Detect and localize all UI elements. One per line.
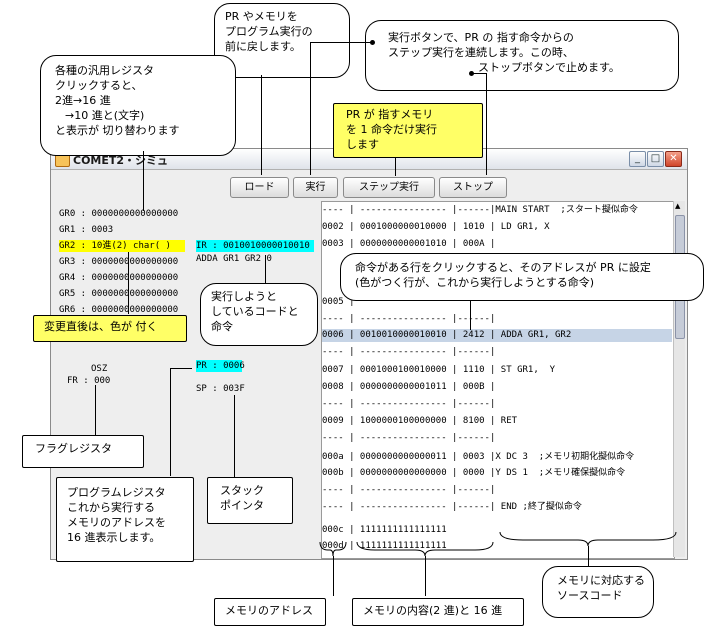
callout-text: →10 進と(文字) [65, 109, 145, 122]
memory-row[interactable]: ---- | ---------------- |------| [322, 314, 496, 324]
callout-text: プログラムレジスタ [67, 486, 166, 499]
memory-row[interactable]: 000c | 1111111111111111 [322, 525, 447, 535]
memory-row[interactable]: 0003 | 0000000000001010 | 000A | [322, 239, 496, 249]
callout-text: メモリに対応する [557, 574, 645, 587]
register-gr2[interactable]: GR2 : 10進(2) char( ) [59, 240, 185, 252]
callout-text: 実行しようと [211, 290, 277, 303]
load-button[interactable]: ロード [230, 177, 289, 198]
register-gr6[interactable]: GR6 : 0000000000000000 [59, 305, 179, 315]
callout-changed: 変更直後は、色が 付く [33, 315, 187, 342]
memory-row[interactable]: 000b | 0000000000000000 | 0000 |Y DS 1 ;… [322, 468, 626, 478]
memory-row[interactable]: ---- | ---------------- |------| [322, 399, 496, 409]
callout-run: 実行ボタンで、PR の 指す命令からの ステップ実行を連続します。この時、 スト… [365, 20, 679, 91]
callout-text: します [346, 138, 379, 151]
callout-text: 2進→16 進 [55, 94, 111, 107]
flag-labels: OSZ [91, 364, 108, 374]
callout-text: を 1 命令だけ実行 [346, 123, 437, 136]
register-gr4[interactable]: GR4 : 0000000000000000 [59, 273, 179, 283]
callout-text: ソースコード [557, 589, 623, 602]
callout-text: 命令 [211, 320, 233, 333]
callout-program-register: プログラムレジスタ これから実行する メモリのアドレスを 16 進表示します。 [56, 477, 194, 562]
step-button[interactable]: ステップ実行 [343, 177, 435, 198]
memory-row[interactable]: 0002 | 0001000000010000 | 1010 | LD GR1,… [322, 222, 550, 232]
callout-source-code: メモリに対応する ソースコード [542, 566, 654, 618]
program-register: PR : 0006 [196, 360, 245, 372]
callout-step: PR が 指すメモリ を 1 命令だけ実行 します [333, 103, 483, 158]
callout-memory-address: メモリのアドレス [214, 598, 326, 626]
callout-text: 命令がある行をクリックすると、そのアドレスが PR に設定 [355, 261, 651, 274]
minimize-button[interactable]: _ [629, 151, 646, 167]
callout-text: (色がつく行が、これから実行しようとする命令) [355, 276, 595, 289]
callout-text: これから実行する [67, 501, 155, 514]
callout-pr-reset: PR やメモリを プログラム実行の 前に戻します。 [214, 3, 350, 78]
callout-text: メモリのアドレスを [67, 516, 166, 529]
memory-row[interactable]: 0007 | 0001000100010000 | 1110 | ST GR1,… [322, 365, 555, 375]
callout-text: PR やメモリを [225, 10, 298, 23]
callout-text: プログラム実行の [225, 25, 313, 38]
callout-text: と表示が 切り替わります [55, 124, 180, 137]
memory-row[interactable]: 000a | 0000000000000011 | 0003 |X DC 3 ;… [322, 452, 635, 462]
instruction-register: IR : 0010010000010010 [196, 240, 314, 252]
callout-text: 16 進表示します。 [67, 531, 161, 544]
callout-flag-register: フラグレジスタ [22, 435, 144, 468]
register-gr3[interactable]: GR3 : 0000000000000000 [59, 257, 179, 267]
memory-row[interactable]: 0008 | 0000000000001011 | 000B | [322, 382, 496, 392]
register-gr5[interactable]: GR5 : 0000000000000000 [59, 289, 179, 299]
callout-row-click: 命令がある行をクリックすると、そのアドレスが PR に設定 (色がつく行が、これ… [340, 253, 704, 301]
callout-text: 実行ボタンで、PR の 指す命令からの [388, 31, 574, 44]
memory-row[interactable]: ---- | ---------------- |------| [322, 433, 496, 443]
callout-text: スタック [220, 484, 264, 497]
memory-row[interactable]: 0009 | 1000000100000000 | 8100 | RET [322, 416, 518, 426]
callout-memory-content: メモリの内容(2 進)と 16 進 [352, 598, 524, 626]
callout-text: PR が 指すメモリ [346, 108, 434, 121]
callout-stack-pointer: スタック ポインタ [207, 477, 293, 524]
callout-text: ポインタ [220, 499, 264, 512]
memory-row[interactable]: 000d | 1111111111111111 [322, 541, 447, 551]
callout-text: クリックすると、 [55, 79, 143, 92]
memory-row[interactable]: ---- | ---------------- |------|MAIN STA… [322, 205, 638, 215]
callout-text: ステップ実行を連続します。この時、 [388, 46, 574, 59]
memory-row[interactable]: 0005 | [322, 297, 355, 307]
register-gr0[interactable]: GR0 : 0000000000000000 [59, 209, 179, 219]
callout-text: ストップボタンで止めます。 [478, 61, 620, 74]
callout-text: 前に戻します。 [225, 40, 301, 53]
callout-executing: 実行しようと しているコードと 命令 [200, 283, 318, 346]
stack-pointer: SP : 003F [196, 384, 245, 394]
callout-text: 各種の汎用レジスタ [55, 64, 154, 77]
instruction-decoded: ADDA GR1 GR2 0 [196, 254, 272, 264]
memory-row[interactable]: ---- | ---------------- |------| END ;終了… [322, 502, 582, 512]
memory-row-selected[interactable]: 0006 | 0010010000010010 | 2412 | ADDA GR… [322, 329, 672, 342]
run-button[interactable]: 実行 [293, 177, 338, 198]
callout-general-registers: 各種の汎用レジスタ クリックすると、 2進→16 進 →10 進と(文字) と表… [40, 55, 236, 156]
memory-row[interactable]: ---- | ---------------- |------| [322, 347, 496, 357]
stop-button[interactable]: ストップ [439, 177, 507, 198]
maximize-button[interactable]: □ [647, 151, 664, 167]
window-title: COMET2・シミュ [73, 154, 169, 167]
scroll-up-arrow-icon[interactable]: ▲ [675, 202, 681, 210]
memory-row[interactable]: ---- | ---------------- |------| [322, 485, 496, 495]
callout-text: しているコードと [211, 305, 299, 318]
flag-register: FR : 000 [67, 376, 111, 386]
close-button[interactable]: ✕ [665, 151, 682, 167]
register-gr1[interactable]: GR1 : 0003 [59, 225, 114, 235]
